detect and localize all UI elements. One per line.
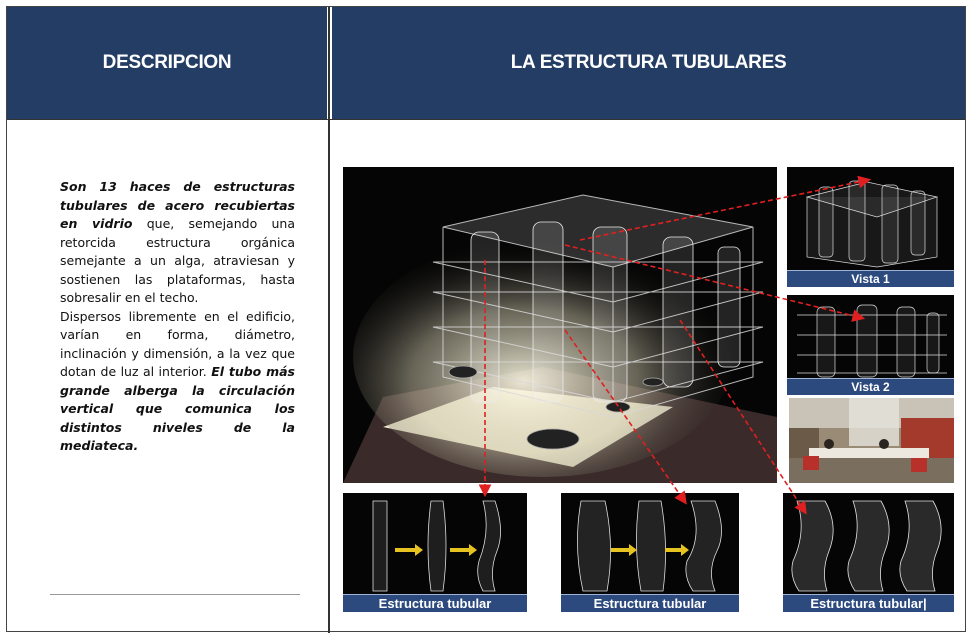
description-text-1: que, semejando una retorcida estructura … <box>60 216 295 305</box>
description-bold-2: El tubo más grande alberga la circulació… <box>60 364 295 453</box>
header-structure: LA ESTRUCTURA TUBULARES <box>332 7 965 119</box>
arrow-to-tube-2 <box>564 329 687 505</box>
description-separator <box>50 594 300 595</box>
column-divider <box>328 7 330 633</box>
header-description: DESCRIPCION <box>7 7 327 119</box>
description-bold-1: Son 13 haces de estructuras tubulares de… <box>60 179 295 231</box>
tube-caption-3: Estructura tubular| <box>783 594 954 612</box>
arrow-to-vista-2 <box>564 244 866 322</box>
tube-structure-image-3: Estructura tubular| <box>783 493 954 612</box>
building-render-image <box>343 167 777 483</box>
tube-caption-2: Estructura tubular <box>561 594 739 612</box>
header-structure-label: LA ESTRUCTURA TUBULARES <box>510 52 787 73</box>
table-frame <box>6 6 966 632</box>
description-text-2: Dispersos libremente en el edificio, var… <box>60 308 295 380</box>
vista-1-caption: Vista 1 <box>787 270 954 287</box>
header-description-label: DESCRIPCION <box>102 52 232 73</box>
tube-structure-image-1: Estructura tubular <box>343 493 527 612</box>
tube-caption-1: Estructura tubular <box>343 594 527 612</box>
row-divider <box>7 119 965 120</box>
vista-2-caption: Vista 2 <box>787 378 954 395</box>
tube-structure-image-2: Estructura tubular <box>561 493 739 612</box>
library-photo <box>789 398 954 483</box>
vista-2-image: Vista 2 <box>787 295 954 395</box>
vista-1-image: Vista 1 <box>787 167 954 287</box>
arrow-to-vista-1 <box>579 175 872 241</box>
description-text: Son 13 haces de estructuras tubulares de… <box>60 178 295 456</box>
arrow-to-tube-3 <box>679 319 807 515</box>
